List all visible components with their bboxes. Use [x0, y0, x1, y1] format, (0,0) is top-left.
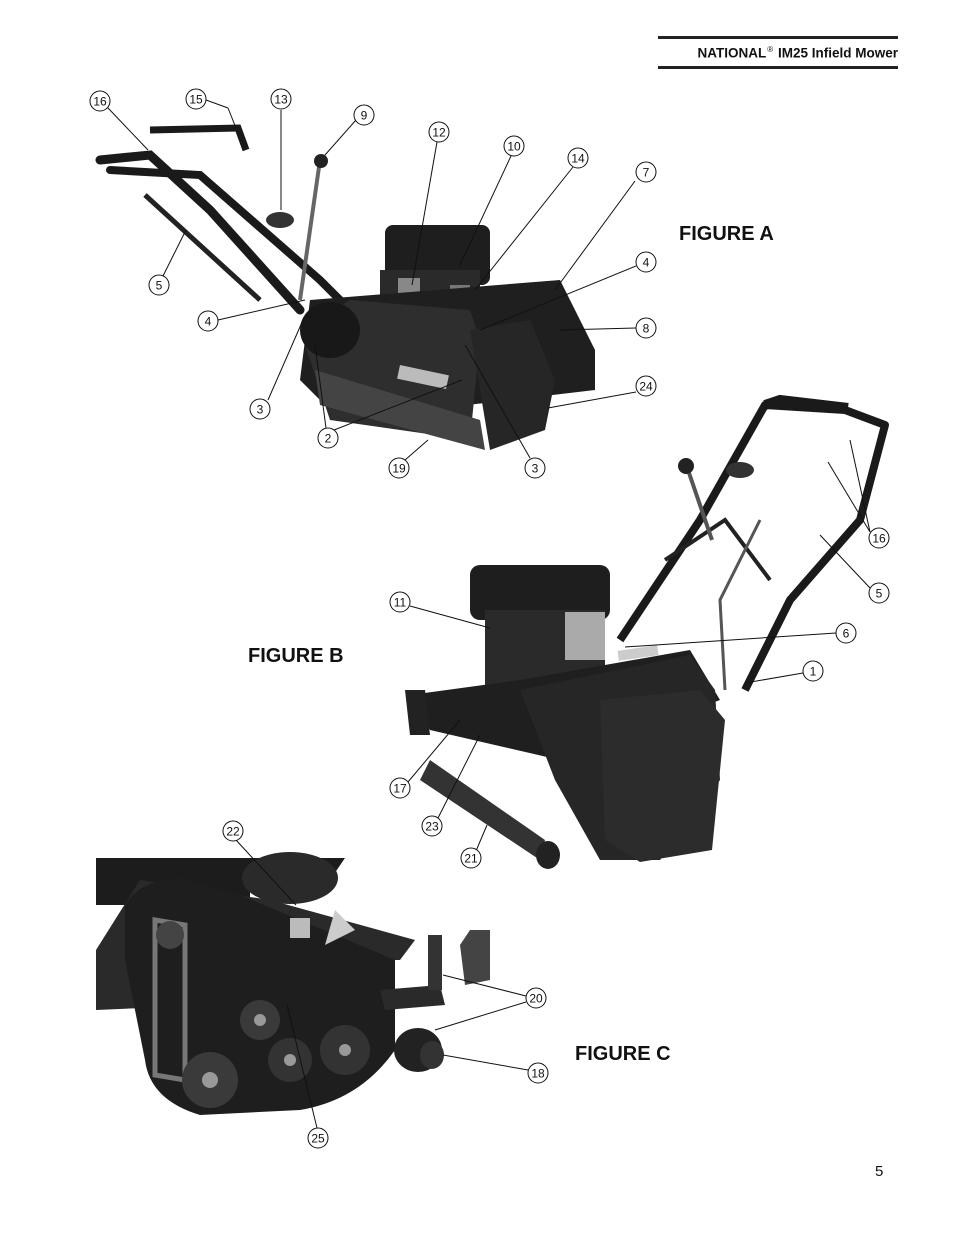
callout-circle: 5: [148, 274, 170, 296]
callout-circle: 16: [868, 527, 890, 549]
callout-circle: 14: [567, 147, 589, 169]
header-bottom-rule: [658, 65, 898, 69]
figure-a-label: FIGURE A: [679, 223, 774, 245]
svg-text:4: 4: [643, 256, 650, 270]
svg-text:17: 17: [393, 782, 407, 796]
header-top-rule: [658, 36, 898, 39]
svg-text:11: 11: [394, 596, 407, 610]
header-title: NATIONAL® IM25 Infield Mower: [658, 39, 898, 61]
figure-b-callouts: 16 5 11 6 1 17 23 21: [389, 527, 890, 869]
figure-c-chain-drive-image: [96, 852, 490, 1115]
callout-circle: 21: [460, 847, 482, 869]
figure-a-callouts: 16 15 13 9 12 10 14 7 4 8 24 5 4 3 2 19 …: [89, 88, 657, 479]
callout-circle: 20: [525, 987, 547, 1009]
svg-text:21: 21: [464, 852, 478, 866]
figure-b-mower-image: [405, 394, 889, 869]
callout-circle: 19: [388, 457, 410, 479]
svg-text:1: 1: [810, 665, 817, 679]
svg-text:2: 2: [325, 432, 332, 446]
callout-circle: 22: [222, 820, 244, 842]
brand-name: NATIONAL: [697, 45, 767, 61]
svg-text:5: 5: [876, 587, 883, 601]
callout-circle: 4: [197, 310, 219, 332]
svg-text:13: 13: [274, 93, 288, 107]
figure-c-leader-lines: [235, 839, 529, 1129]
callout-circle: 4: [635, 251, 657, 273]
svg-text:14: 14: [571, 152, 585, 166]
figure-b-label: FIGURE B: [248, 645, 344, 667]
svg-text:23: 23: [425, 820, 439, 834]
svg-text:16: 16: [872, 532, 886, 546]
svg-text:16: 16: [93, 95, 107, 109]
callout-circle: 9: [353, 104, 375, 126]
callout-circle: 18: [527, 1062, 549, 1084]
svg-text:18: 18: [531, 1067, 545, 1081]
svg-text:19: 19: [392, 462, 406, 476]
callout-circle: 2: [317, 427, 339, 449]
callout-circle: 13: [270, 88, 292, 110]
svg-text:24: 24: [639, 380, 653, 394]
svg-text:5: 5: [156, 279, 163, 293]
svg-text:3: 3: [532, 462, 539, 476]
page-number: 5: [875, 1163, 884, 1180]
callout-circle: 3: [524, 457, 546, 479]
model-name: IM25 Infield Mower: [777, 45, 898, 61]
svg-text:6: 6: [843, 627, 850, 641]
svg-text:10: 10: [507, 140, 521, 154]
callout-circle: 1: [802, 660, 824, 682]
figure-a-leader-lines: [107, 99, 637, 461]
svg-text:20: 20: [529, 992, 543, 1006]
svg-text:3: 3: [257, 403, 264, 417]
callout-circle: 3: [249, 398, 271, 420]
callout-circle: 8: [635, 317, 657, 339]
callout-circle: 25: [307, 1127, 329, 1149]
callout-circle: 6: [835, 622, 857, 644]
registered-mark: ®: [767, 45, 774, 54]
callout-circle: 15: [185, 88, 207, 110]
svg-text:7: 7: [643, 166, 650, 180]
figure-a-mower-image: [95, 124, 595, 450]
callout-circle: 5: [868, 582, 890, 604]
svg-text:4: 4: [205, 315, 212, 329]
callout-circle: 16: [89, 90, 111, 112]
page-header: NATIONAL® IM25 Infield Mower: [658, 36, 898, 69]
svg-text:12: 12: [432, 126, 446, 140]
callout-circle: 12: [428, 121, 450, 143]
svg-text:15: 15: [189, 93, 203, 107]
callout-circle: 7: [635, 161, 657, 183]
svg-text:9: 9: [361, 109, 368, 123]
callout-circle: 24: [635, 375, 657, 397]
callout-circle: 17: [389, 777, 411, 799]
svg-text:25: 25: [311, 1132, 325, 1146]
svg-text:22: 22: [226, 825, 240, 839]
callout-circle: 10: [503, 135, 525, 157]
figure-b-leader-lines: [407, 439, 871, 852]
svg-text:8: 8: [643, 322, 650, 336]
callout-circle: 23: [421, 815, 443, 837]
figure-c-label: FIGURE C: [575, 1043, 671, 1065]
figure-c-callouts: 22 20 18 25: [222, 820, 549, 1149]
callout-circle: 11: [389, 591, 411, 613]
